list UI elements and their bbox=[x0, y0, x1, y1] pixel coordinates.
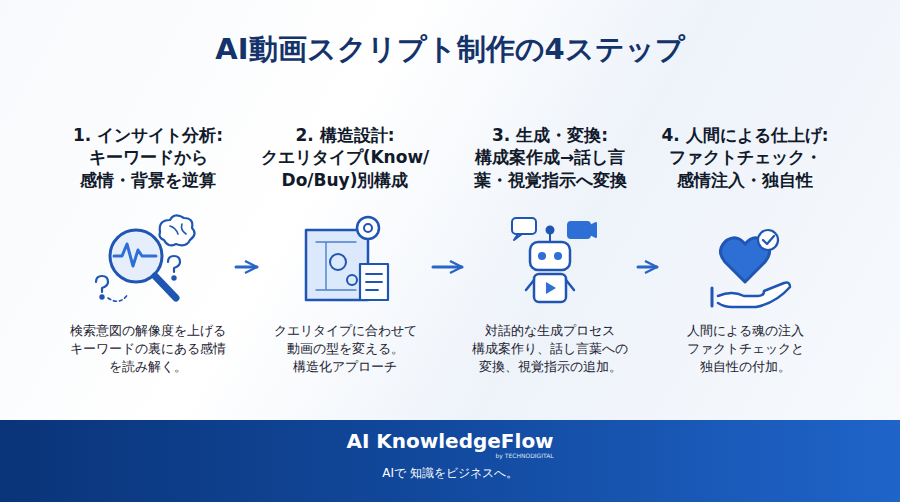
heart-hand-icon bbox=[712, 230, 790, 307]
step-column: 2. 構造設計: クエリタイプ(Know/ Do/Buy)別構成クエリタイプに合… bbox=[259, 124, 431, 390]
flow-arrow bbox=[638, 266, 657, 269]
flow-arrow bbox=[433, 266, 462, 269]
logo-group: AI KnowledgeFlowby TECHNODIGITAL bbox=[346, 430, 553, 459]
step-column: 1. インサイト分析: キーワードから 感情・背景を逆算検索意図の解像度を上げる… bbox=[62, 124, 234, 390]
insight-icon bbox=[96, 215, 195, 301]
brand-byline: by TECHNODIGITAL bbox=[496, 452, 554, 459]
robot-icon bbox=[512, 218, 596, 302]
step-description: 検索意図の解像度を上げる キーワードの裏にある感情 を読み解く。 bbox=[62, 322, 234, 377]
step-heading: 1. インサイト分析: キーワードから 感情・背景を逆算 bbox=[62, 124, 234, 191]
step-description: 人間による魂の注入 ファクトチェックと 独自性の付加。 bbox=[659, 322, 831, 377]
flow-arrow bbox=[236, 266, 257, 269]
footer-band: AI KnowledgeFlowby TECHNODIGITAL AIで 知識をビ… bbox=[0, 420, 900, 502]
brand-logo: AI KnowledgeFlow bbox=[346, 430, 553, 452]
step-column: 4. 人間による仕上げ: ファクトチェック・ 感情注入・独自性人間による魂の注入… bbox=[659, 124, 831, 390]
step-description: 対話的な生成プロセス 構成案作り、話し言葉への 変換、視覚指示の追加。 bbox=[464, 322, 636, 377]
brand-slogan: AIで 知識をビジネスへ。 bbox=[0, 465, 900, 482]
step-heading: 2. 構造設計: クエリタイプ(Know/ Do/Buy)別構成 bbox=[259, 124, 431, 191]
step-description: クエリタイプに合わせて 動画の型を変える。 構造化アプローチ bbox=[259, 322, 431, 377]
diagram-title: AI動画スクリプト制作の4ステップ bbox=[0, 30, 900, 70]
step-column: 3. 生成・変換: 構成案作成→話し言 葉・視覚指示へ変換対話的な生成プロセス … bbox=[464, 124, 636, 390]
blueprint-icon bbox=[306, 217, 388, 300]
step-heading: 4. 人間による仕上げ: ファクトチェック・ 感情注入・独自性 bbox=[659, 124, 831, 191]
step-heading: 3. 生成・変換: 構成案作成→話し言 葉・視覚指示へ変換 bbox=[464, 124, 636, 191]
